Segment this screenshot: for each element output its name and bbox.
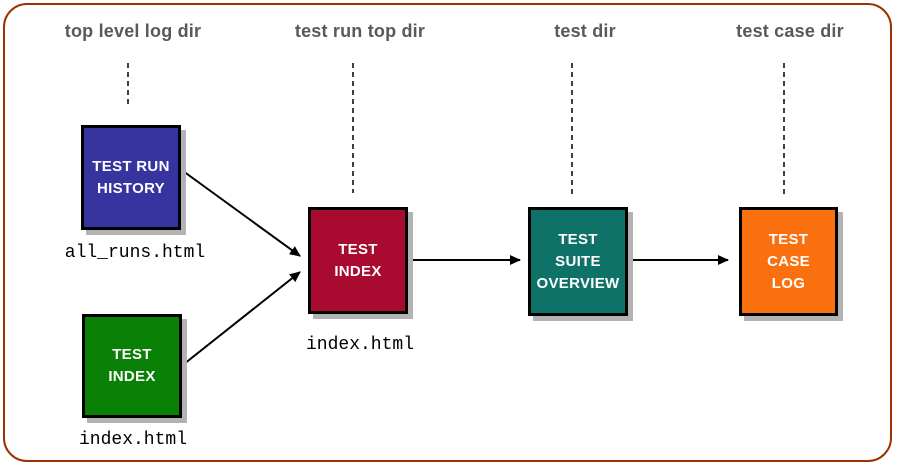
file-label-index-html-top-level: index.html xyxy=(78,430,188,450)
node-test-index-top-level-label: TEST INDEX xyxy=(108,346,156,385)
column-header-top-level-log-dir: top level log dir xyxy=(64,21,202,41)
node-test-case-log-label: TEST CASE LOG xyxy=(767,230,810,292)
node-test-suite-overview-label: TEST SUITE OVERVIEW xyxy=(536,230,620,292)
file-label-index-html-run: index.html xyxy=(305,335,415,355)
node-test-run-history: TEST RUN HISTORY xyxy=(81,125,181,230)
column-header-test-dir: test dir xyxy=(554,21,616,41)
column-header-test-run-top-dir: test run top dir xyxy=(294,21,426,41)
node-test-case-log: TEST CASE LOG xyxy=(739,207,838,316)
node-test-index-top-level: TEST INDEX xyxy=(82,314,182,418)
node-test-index-run: TEST INDEX xyxy=(308,207,408,314)
node-test-run-history-label: TEST RUN HISTORY xyxy=(92,157,170,197)
column-header-test-case-dir: test case dir xyxy=(736,21,844,41)
node-test-index-run-label: TEST INDEX xyxy=(334,240,382,280)
outer-frame xyxy=(3,3,892,462)
node-test-suite-overview: TEST SUITE OVERVIEW xyxy=(528,207,628,316)
file-label-all-runs-html: all_runs.html xyxy=(64,243,206,263)
